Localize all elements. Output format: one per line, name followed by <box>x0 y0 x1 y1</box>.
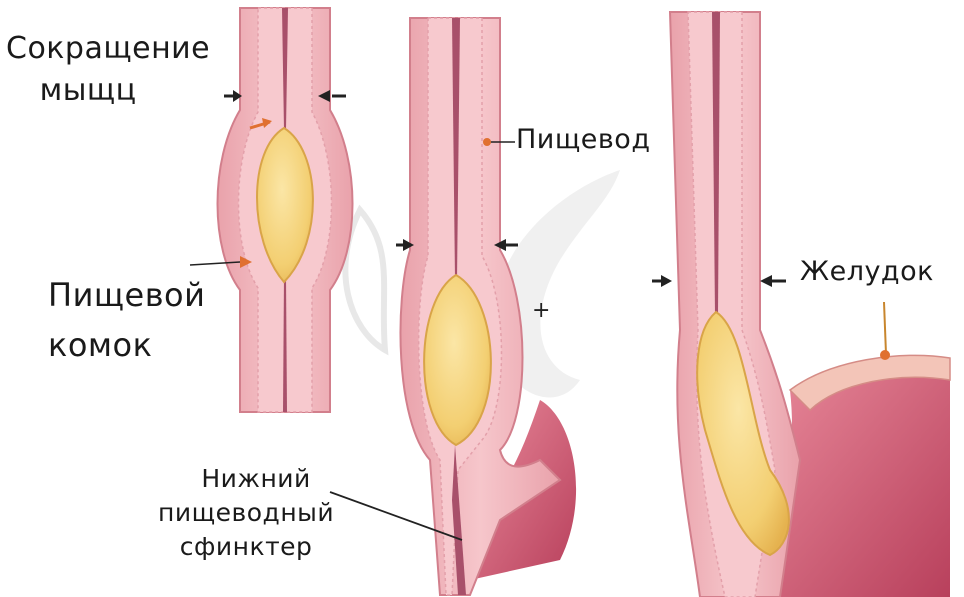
lower-sphincter-label: Нижний пищеводный сфинктер <box>158 462 334 564</box>
arrow-right-icon <box>652 275 672 287</box>
esophagus-label: Пищевод <box>516 124 651 155</box>
food-bolus-line-1: Пищевой <box>48 270 205 320</box>
lower-sphincter-line-3: сфинктер <box>158 530 334 564</box>
plus-sign: + <box>532 298 550 323</box>
stomach-label: Желудок <box>800 256 934 287</box>
arrow-left-icon <box>760 275 786 287</box>
esophagus-segment-1 <box>218 8 353 412</box>
food-bolus-line-2: комок <box>48 320 205 370</box>
lower-sphincter-line-2: пищеводный <box>158 496 334 530</box>
lower-sphincter-line-1: Нижний <box>178 462 334 496</box>
esophagus-segment-3 <box>670 12 950 597</box>
food-bolus-label: Пищевой комок <box>48 270 205 370</box>
muscle-contraction-line-1: Сокращение <box>6 28 210 70</box>
muscle-contraction-label: Сокращение мыщц <box>6 28 210 112</box>
muscle-contraction-line-2: мыщц <box>0 70 210 112</box>
